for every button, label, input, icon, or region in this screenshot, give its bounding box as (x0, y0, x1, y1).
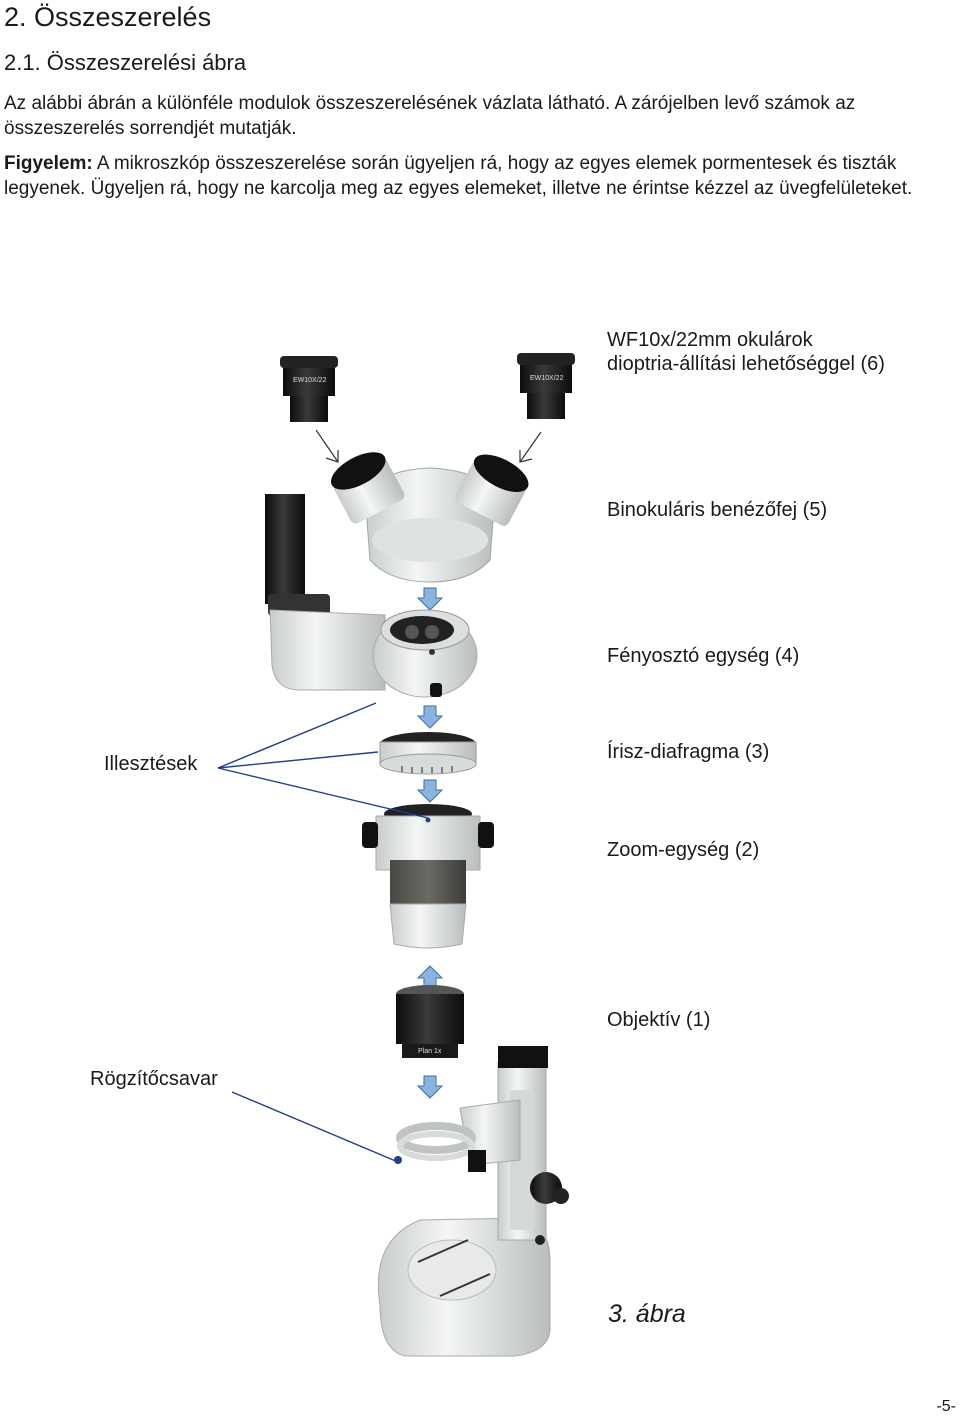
zoom-unit (362, 804, 494, 948)
page-number: -5- (936, 1398, 956, 1416)
objective: Plan 1x (396, 985, 464, 1058)
eyepiece-left-marking: EW10X/22 (293, 377, 327, 384)
label-eyepieces-line2: dioptria-állítási lehetőséggel (6) (607, 351, 885, 377)
objective-marking: Plan 1x (418, 1048, 442, 1055)
eyepiece-arrows (316, 430, 541, 462)
label-objective: Objektív (1) (607, 1007, 710, 1033)
label-beam-splitter: Fényosztó egység (4) (607, 643, 799, 669)
eyepiece-left: EW10X/22 (280, 356, 338, 422)
label-zoom-unit: Zoom-egység (2) (607, 837, 759, 863)
microscope-stand (378, 1046, 569, 1356)
label-iris-diaphragm: Írisz-diafragma (3) (607, 739, 769, 765)
iris-diaphragm (380, 732, 476, 774)
eyepiece-right: EW10X/22 (517, 353, 575, 419)
label-binocular-head: Binokuláris benézőfej (5) (607, 497, 827, 523)
label-eyepieces-line1: WF10x/22mm okulárok (607, 327, 813, 353)
label-fixing-screw: Rögzítőcsavar (90, 1066, 218, 1092)
eyepiece-right-marking: EW10X/22 (530, 375, 564, 382)
figure-caption: 3. ábra (608, 1300, 686, 1329)
binocular-head (325, 444, 534, 582)
label-alignments: Illesztések (104, 751, 197, 777)
